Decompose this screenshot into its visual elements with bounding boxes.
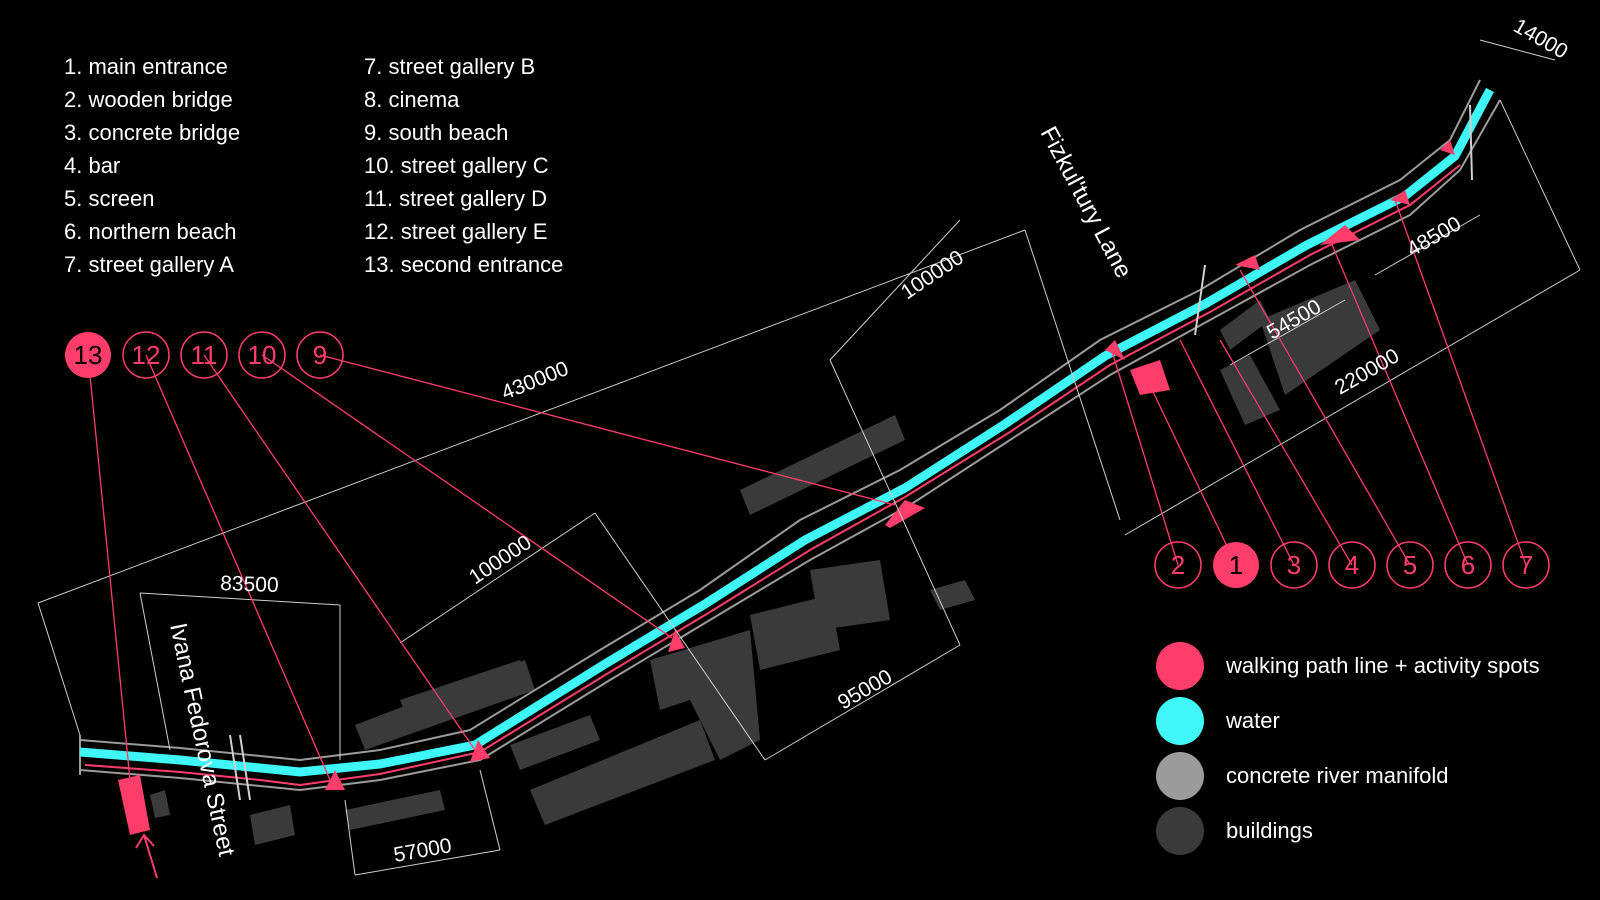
marker-9: 9 (296, 331, 344, 379)
legend-list-item: 7. street gallery B (364, 54, 536, 79)
marker-9-label: 9 (313, 340, 327, 370)
marker-4: 4 (1328, 541, 1376, 589)
marker-2-label: 2 (1171, 550, 1185, 580)
activity-spots (118, 140, 1455, 835)
marker-6: 6 (1444, 541, 1492, 589)
legend-list-item: 8. cinema (364, 87, 460, 112)
marker-2: 2 (1154, 541, 1202, 589)
legend-list-item: 7. street gallery A (64, 252, 234, 277)
water-channel (79, 87, 1494, 777)
building (250, 805, 295, 845)
activity-spot-13 (118, 775, 150, 835)
building (930, 580, 975, 610)
dim-57000: 57000 (392, 834, 454, 867)
marker-13-label: 13 (74, 340, 103, 370)
marker-7: 7 (1502, 541, 1550, 589)
dim-95000: 95000 (834, 665, 896, 714)
building (345, 790, 445, 830)
key-walking-path: walking path line + activity spots (1156, 642, 1540, 690)
entrance-arrow (135, 833, 158, 879)
activity-spot-4 (1235, 255, 1260, 270)
marker-10: 10 (238, 331, 286, 379)
key-label: buildings (1226, 818, 1313, 843)
building (1260, 280, 1380, 395)
building (530, 720, 715, 825)
activity-spot-1 (1130, 360, 1170, 395)
street-ivana-fedorova: Ivana Fedorova Street (164, 621, 240, 859)
marker-12-label: 12 (132, 340, 161, 370)
concrete-swatch (1156, 752, 1204, 800)
legend-list-item: 1. main entrance (64, 54, 228, 79)
water-swatch (1156, 697, 1204, 745)
bridges (229, 104, 1473, 801)
key-water: water (1156, 697, 1280, 745)
legend-list-item: 2. wooden bridge (64, 87, 233, 112)
activity-spot-7 (1440, 140, 1455, 155)
building (150, 790, 170, 818)
dim-430000: 430000 (498, 357, 572, 405)
marker-7-label: 7 (1519, 550, 1533, 580)
marker-5: 5 (1386, 541, 1434, 589)
building (1220, 300, 1270, 350)
marker-13: 13 (65, 332, 111, 378)
activity-spot-11 (470, 740, 490, 762)
legend-list-item: 10. street gallery C (364, 153, 549, 178)
activity-spot-12 (325, 770, 345, 790)
marker-11: 11 (180, 331, 228, 379)
marker-3-label: 3 (1287, 550, 1301, 580)
key-concrete: concrete river manifold (1156, 752, 1449, 800)
walking-path-swatch (1156, 642, 1204, 690)
marker-6-label: 6 (1461, 550, 1475, 580)
marker-12: 12 (122, 331, 170, 379)
legend-list-item: 11. street gallery D (364, 186, 548, 211)
leader-lines (87, 199, 1527, 781)
legend-list-right: 7. street gallery B 8. cinema 9. south b… (364, 50, 563, 281)
legend-list-item: 3. concrete bridge (64, 120, 241, 145)
marker-11-label: 11 (191, 340, 218, 370)
legend-list-left: 1. main entrance 2. wooden bridge 3. con… (64, 50, 240, 281)
activity-spot-10 (668, 630, 685, 652)
dim-48500: 48500 (1403, 212, 1465, 261)
key-label: water (1226, 708, 1280, 733)
street-fizkultury: Fizkul'tury Lane (1035, 122, 1137, 282)
activity-spot-9 (885, 500, 925, 528)
marker-4-label: 4 (1345, 550, 1359, 580)
marker-1-label: 1 (1229, 550, 1243, 580)
dim-83500: 83500 (220, 572, 279, 597)
key-label: walking path line + activity spots (1226, 653, 1540, 678)
walking-path (84, 164, 1461, 787)
marker-10-label: 10 (248, 340, 277, 370)
key-label: concrete river manifold (1226, 763, 1449, 788)
buildings-swatch (1156, 807, 1204, 855)
building (740, 415, 905, 515)
buildings-layer (150, 280, 1380, 845)
marker-5-label: 5 (1403, 550, 1417, 580)
legend-list-item: 12. street gallery E (364, 219, 548, 244)
legend-list-item: 9. south beach (364, 120, 509, 145)
marker-3: 3 (1270, 541, 1318, 589)
legend-list-item: 13. second entrance (364, 252, 564, 277)
dim-100000-top: 100000 (897, 246, 968, 304)
building (650, 630, 760, 760)
marker-1: 1 (1213, 542, 1259, 588)
legend-list-item: 4. bar (64, 153, 121, 178)
building (810, 560, 890, 630)
building (510, 715, 600, 770)
legend-list-item: 5. screen (64, 186, 155, 211)
key-buildings: buildings (1156, 807, 1313, 855)
legend-list-item: 6. northern beach (64, 219, 237, 244)
building (400, 660, 528, 720)
